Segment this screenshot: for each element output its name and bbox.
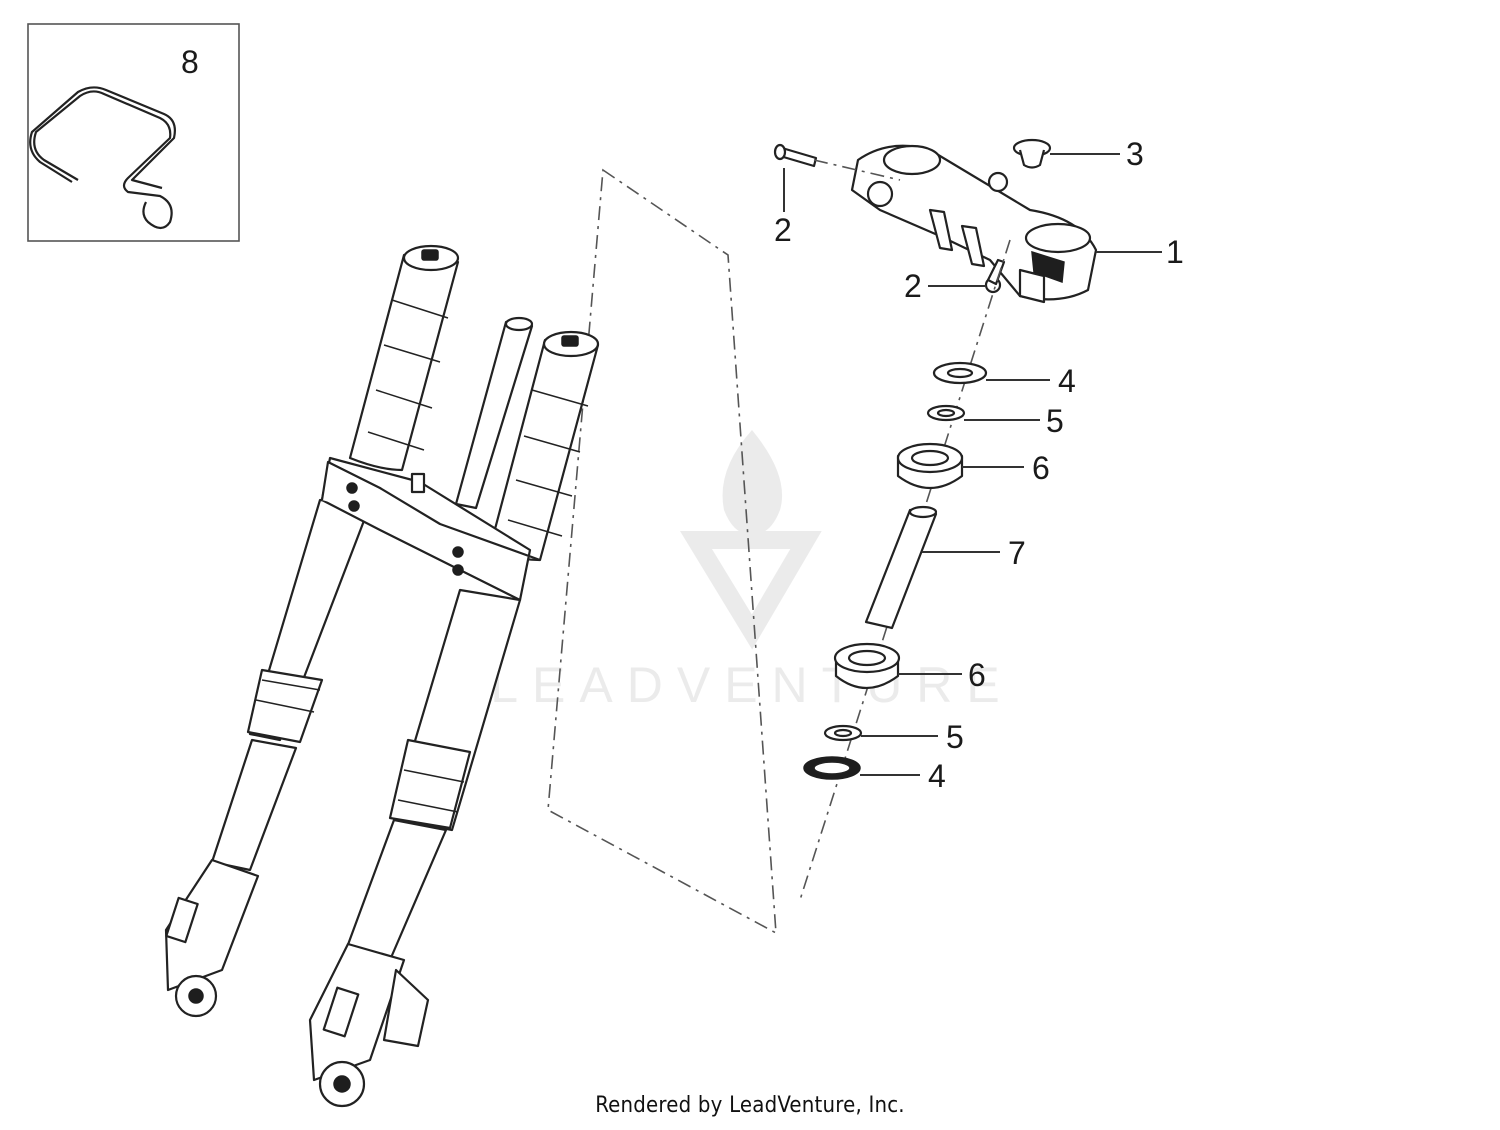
bearing-part-6-lower [833,642,901,689]
callout-6-upper: 6 [1032,450,1050,486]
bolt-part-2-lower [984,258,1006,294]
lower-triple-clamp [320,456,541,602]
callout-2-lower: 2 [904,268,922,304]
callout-7: 7 [1008,535,1026,571]
callout-5-upper: 5 [1046,403,1064,439]
spacer-part-5-lower [823,724,863,742]
callout-6-lower: 6 [968,657,986,693]
callout-4-lower: 4 [928,758,946,794]
watermark-logo: LEADVENTURE [490,430,1014,713]
callout-8: 8 [181,44,199,80]
bearing-part-6-upper [896,442,964,489]
callout-4-upper: 4 [1058,363,1076,399]
cap-part-3 [1012,138,1052,169]
callout-1: 1 [1166,234,1184,270]
steering-stem [454,316,534,510]
callout-3: 3 [1126,136,1144,172]
v-logo-icon [679,531,822,650]
spacer-part-5-upper [926,404,966,422]
upper-triple-clamp-part-1 [850,144,1098,304]
tube-part-7 [864,505,938,630]
callout-5-lower: 5 [946,719,964,755]
flame-icon [722,430,783,535]
render-credit: Rendered by LeadVenture, Inc. [595,1093,905,1118]
inset-box-part-8: 8 [27,23,240,242]
washer-part-4-upper [932,361,988,385]
phantom-outline [547,168,777,935]
right-fork-leg [308,330,600,1108]
callout-2-upper: 2 [774,212,792,248]
wire-clip-part-8 [29,86,176,230]
seal-part-4-lower [803,756,861,780]
bolt-part-2-upper [773,143,818,168]
front-fork-assembly [164,244,600,1108]
watermark-text: LEADVENTURE [490,657,1014,713]
